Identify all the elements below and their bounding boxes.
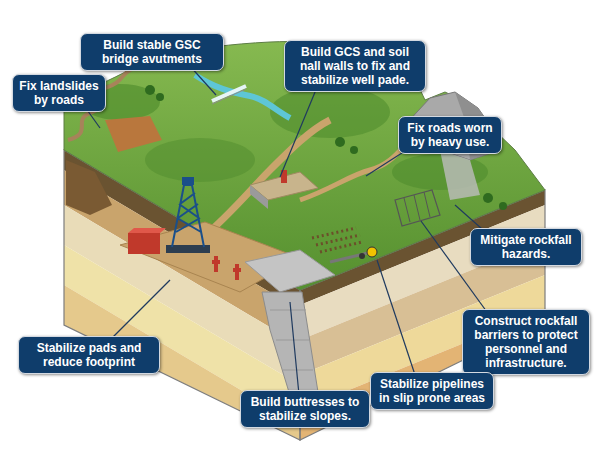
callout-box: Construct rockfall barriers to protect p… xyxy=(462,309,590,375)
callout-text: Fix roads worn by heavy use. xyxy=(404,121,496,149)
callout-box: Stabilize pads and reduce footprint xyxy=(18,336,160,374)
soil-nail-wall xyxy=(250,185,268,209)
bridge-edge xyxy=(212,89,246,104)
hill xyxy=(145,138,255,182)
callout-box: Mitigate rockfall hazards. xyxy=(470,228,582,266)
callout-box: Build stable GSC bridge avutments xyxy=(80,33,224,71)
callout-box: Fix landslides by roads xyxy=(12,74,106,112)
concrete-pad xyxy=(245,250,335,292)
tree xyxy=(483,193,493,203)
callout-box: Build GCS and soil nall walls to fix and… xyxy=(284,40,426,92)
pipeline-end xyxy=(359,253,365,259)
terraced-slope xyxy=(312,228,362,252)
callout-box: Stabilize pipelines in slip prone areas xyxy=(370,372,494,410)
container-top xyxy=(128,228,166,233)
rig-top xyxy=(182,177,194,185)
leader-line xyxy=(280,80,320,177)
leader-line xyxy=(377,260,420,390)
wellhead xyxy=(212,256,241,280)
hill xyxy=(270,86,390,138)
tree xyxy=(350,146,358,154)
callout-text: Build GCS and soil nall walls to fix and… xyxy=(290,45,420,87)
drilling-rig xyxy=(172,185,204,247)
tree xyxy=(335,137,345,147)
buttress xyxy=(262,292,318,402)
container xyxy=(128,233,160,254)
callout-box: Fix roads worn by heavy use. xyxy=(398,116,502,154)
barrier-post xyxy=(404,192,430,222)
pipeline xyxy=(330,252,372,262)
scree xyxy=(440,150,480,200)
pipeline-end xyxy=(367,247,377,257)
bridge xyxy=(212,86,246,101)
dirt-road xyxy=(200,120,330,240)
callout-text: Stabilize pads and reduce footprint xyxy=(24,341,154,369)
river xyxy=(195,75,290,118)
callout-text: Mitigate rockfall hazards. xyxy=(476,233,576,261)
landslide-scar xyxy=(66,160,112,215)
tree xyxy=(156,93,164,101)
rockfall-barrier xyxy=(395,190,440,226)
tree xyxy=(145,85,155,95)
worn-road xyxy=(300,140,410,200)
callout-text: Fix landslides by roads xyxy=(18,79,100,107)
callout-text: Build stable GSC bridge avutments xyxy=(86,38,218,66)
tree xyxy=(499,202,507,210)
landslide-slope xyxy=(105,116,162,152)
callout-box: Build buttresses to stabilize slopes. xyxy=(240,390,370,428)
callout-text: Stabilize pipelines in slip prone areas xyxy=(376,377,488,405)
callout-text: Build buttresses to stabilize slopes. xyxy=(246,395,364,423)
callout-text: Construct rockfall barriers to protect p… xyxy=(468,314,584,370)
